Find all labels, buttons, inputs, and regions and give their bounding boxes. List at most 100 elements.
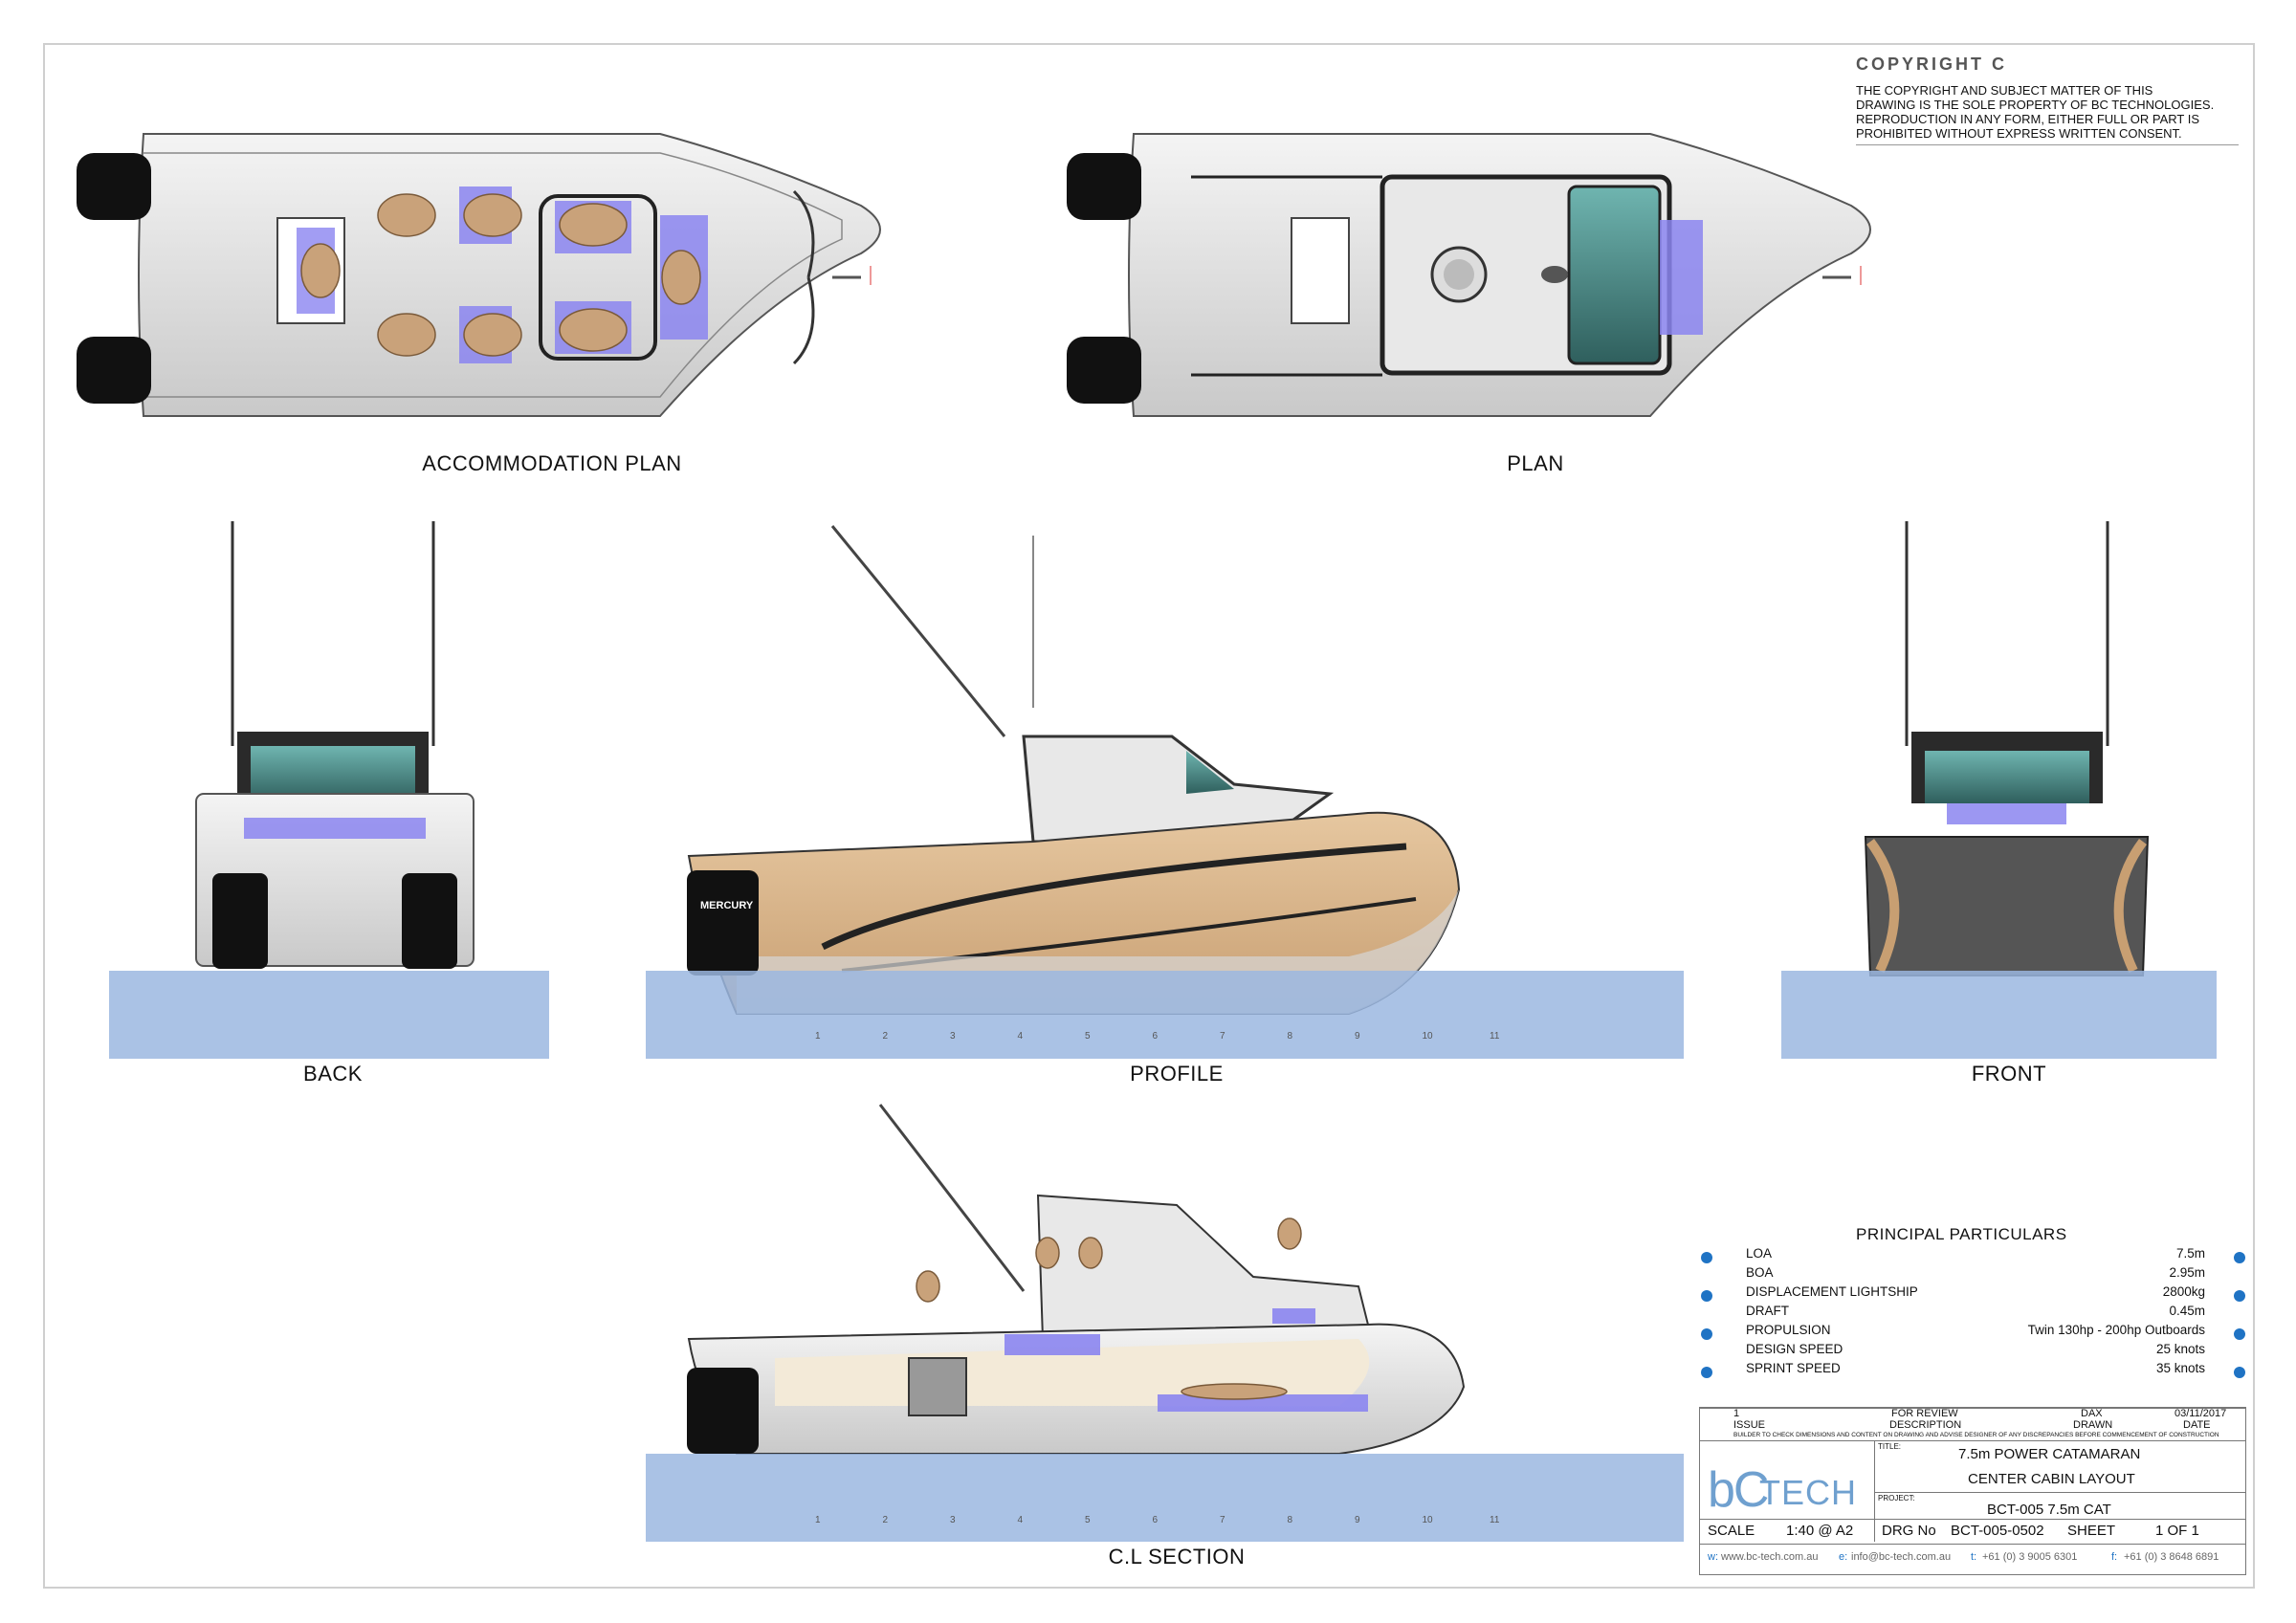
sheet-label: SHEET — [2067, 1523, 2116, 1539]
bc-tech-logo: bC — [1708, 1462, 1770, 1518]
drawn-by: DAX — [2081, 1408, 2103, 1419]
outboard-brand-label: MERCURY — [700, 900, 754, 911]
principal-particulars-title: PRINCIPAL PARTICULARS — [1856, 1225, 2067, 1243]
water-front — [1781, 971, 2217, 1059]
front-view — [1864, 521, 2150, 976]
email-address[interactable]: info@bc-tech.com.au — [1851, 1551, 1952, 1563]
water-profile — [646, 971, 1684, 1059]
drawing-title-line1: 7.5m POWER CATAMARAN — [1958, 1446, 2141, 1462]
particular-row: DISPLACEMENT LIGHTSHIP 2800kg — [1746, 1284, 2205, 1304]
station-number: 4 — [1018, 1515, 1024, 1525]
station-number: 6 — [1153, 1515, 1159, 1525]
bullet-dot-icon — [2234, 1252, 2245, 1263]
tel-number: +61 (0) 3 9005 6301 — [1982, 1551, 2078, 1563]
title-label: TITLE: — [1878, 1442, 1902, 1451]
particular-value: 35 knots — [2155, 1361, 2205, 1375]
copyright-line: THE COPYRIGHT AND SUBJECT MATTER OF THIS — [1856, 83, 2153, 98]
station-number: 8 — [1288, 1031, 1293, 1042]
station-number: 9 — [1355, 1031, 1360, 1042]
profile-view: MERCURY — [687, 525, 1461, 1015]
station-number: 7 — [1220, 1515, 1225, 1525]
plan-view — [1067, 133, 1871, 417]
particular-row: BOA 2.95m — [1746, 1265, 2205, 1284]
particular-label: DISPLACEMENT LIGHTSHIP — [1746, 1284, 1918, 1299]
builder-notice: BUILDER TO CHECK DIMENSIONS AND CONTENT … — [1733, 1432, 2219, 1438]
cl-section-view — [687, 1104, 1466, 1455]
label-profile: PROFILE — [1130, 1062, 1224, 1086]
drg-label: DRG No — [1882, 1523, 1936, 1539]
scale-label: SCALE — [1708, 1523, 1755, 1539]
station-number: 11 — [1490, 1031, 1500, 1042]
sheet-value: 1 OF 1 — [2155, 1523, 2199, 1539]
drawing-title-line2: CENTER CABIN LAYOUT — [1968, 1471, 2135, 1487]
drawing-border — [43, 43, 2255, 1589]
outboard-engine-top — [77, 153, 151, 220]
bullet-dot-icon — [1701, 1290, 1712, 1302]
bullet-dot-icon — [2234, 1328, 2245, 1340]
hdr-date: DATE — [2183, 1419, 2211, 1431]
particular-label: DESIGN SPEED — [1746, 1342, 1843, 1356]
issue-number: 1 — [1733, 1408, 1740, 1419]
web-address[interactable]: www.bc-tech.com.au — [1721, 1551, 1819, 1563]
particular-label: LOA — [1746, 1246, 1773, 1261]
copyright-title: COPYRIGHT C — [1856, 55, 2008, 74]
bullet-dot-icon — [2234, 1290, 2245, 1302]
particular-label: PROPULSION — [1746, 1323, 1831, 1337]
station-number: 1 — [815, 1515, 821, 1525]
drg-number: BCT-005-0502 — [1951, 1523, 2044, 1539]
station-number: 4 — [1018, 1031, 1024, 1042]
bullet-dot-icon — [1701, 1367, 1712, 1378]
water-section — [646, 1454, 1684, 1542]
section-station-marks: 1 2 3 4 5 6 7 8 9 10 11 — [815, 1515, 1500, 1525]
copyright-line: DRAWING IS THE SOLE PROPERTY OF BC TECHN… — [1856, 98, 2215, 112]
outboard-engine-bottom — [77, 337, 151, 404]
accommodation-plan-view — [77, 133, 881, 417]
issue-date: 03/11/2017 — [2175, 1408, 2227, 1419]
station-number: 7 — [1220, 1031, 1225, 1042]
station-number: 11 — [1490, 1515, 1500, 1525]
copyright-notice: COPYRIGHT C THE COPYRIGHT AND SUBJECT MA… — [1856, 55, 2239, 145]
particular-label: DRAFT — [1746, 1304, 1789, 1318]
particular-row: DRAFT 0.45m — [1746, 1304, 2205, 1323]
station-number: 10 — [1423, 1515, 1434, 1525]
hdr-drawn: DRAWN — [2073, 1419, 2113, 1431]
project-name: BCT-005 7.5m CAT — [1987, 1502, 2111, 1518]
particular-value: Twin 130hp - 200hp Outboards — [2027, 1323, 2205, 1337]
particular-row: DESIGN SPEED 25 knots — [1746, 1342, 2205, 1361]
tel-prefix: t: — [1971, 1551, 1977, 1563]
station-number: 8 — [1288, 1515, 1293, 1525]
email-prefix: e: — [1839, 1551, 1848, 1563]
water-back — [109, 971, 549, 1059]
back-view — [195, 521, 475, 969]
label-accommodation-plan: ACCOMMODATION PLAN — [422, 451, 682, 475]
bc-tech-logo-text: TECH — [1759, 1473, 1857, 1512]
station-number: 5 — [1085, 1515, 1091, 1525]
label-front: FRONT — [1971, 1062, 2047, 1086]
station-number: 2 — [883, 1031, 889, 1042]
station-number: 10 — [1423, 1031, 1434, 1042]
particular-row: SPRINT SPEED 35 knots — [1746, 1361, 2205, 1380]
particular-value: 2800kg — [2162, 1284, 2205, 1299]
bullet-dot-icon — [1701, 1328, 1712, 1340]
label-plan: PLAN — [1507, 451, 1564, 475]
station-number: 3 — [950, 1031, 956, 1042]
station-number: 3 — [950, 1515, 956, 1525]
title-block: 1 FOR REVIEW DAX 03/11/2017 ISSUE DESCRI… — [1699, 1407, 2246, 1575]
station-number: 9 — [1355, 1515, 1360, 1525]
particular-label: SPRINT SPEED — [1746, 1361, 1841, 1375]
station-number: 2 — [883, 1515, 889, 1525]
particular-value: 25 knots — [2155, 1342, 2205, 1356]
particular-value: 2.95m — [2169, 1265, 2205, 1280]
station-number: 1 — [815, 1031, 821, 1042]
profile-station-marks: 1 2 3 4 5 6 7 8 9 10 11 — [815, 1031, 1500, 1042]
label-cl-section: C.L SECTION — [1108, 1545, 1246, 1568]
particular-label: BOA — [1746, 1265, 1774, 1280]
station-number: 6 — [1153, 1031, 1159, 1042]
bullet-dot-icon — [2234, 1367, 2245, 1378]
particular-value: 0.45m — [2169, 1304, 2205, 1318]
label-back: BACK — [303, 1062, 363, 1086]
issue-description: FOR REVIEW — [1891, 1408, 1958, 1419]
station-number: 5 — [1085, 1031, 1091, 1042]
